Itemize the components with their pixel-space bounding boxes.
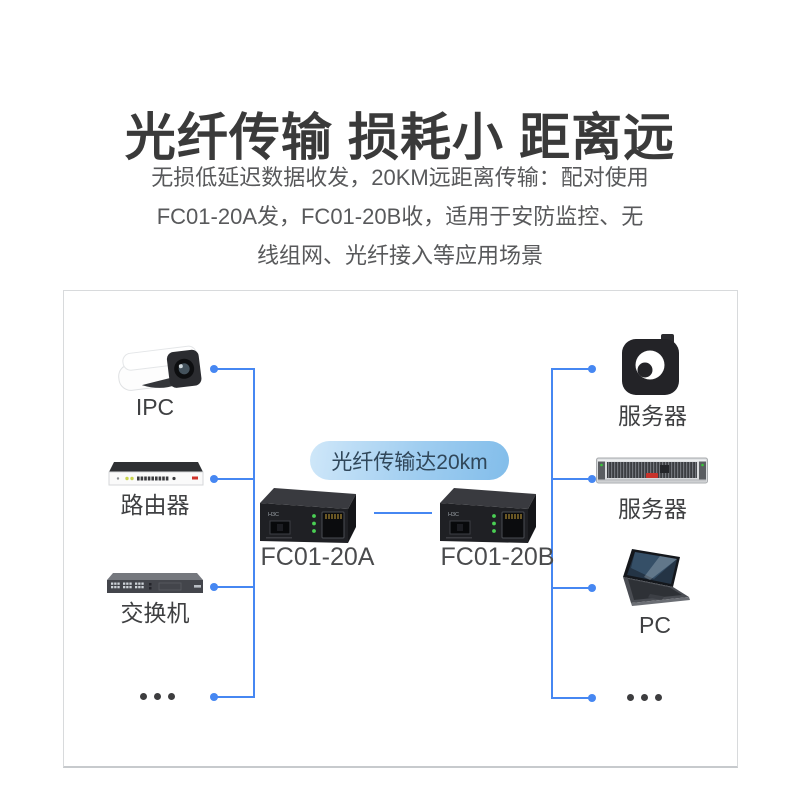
pc-label: PC (639, 612, 671, 638)
more-devices-ellipsis (140, 693, 175, 700)
converter-b-label: FC01-20B (440, 543, 555, 571)
router-label: 路由器 (120, 492, 190, 518)
ellipsis-dot (627, 694, 634, 701)
fiber-link-line (374, 512, 432, 514)
ellipsis-dot (140, 693, 147, 700)
switch-node-dot (210, 583, 218, 591)
server-top-label: 服务器 (618, 403, 687, 429)
media-converter-b-icon: H3C (438, 485, 542, 547)
svg-text:H3C: H3C (448, 512, 459, 518)
ellipsis-dot (154, 693, 161, 700)
right-more-connector-line (551, 697, 593, 699)
subtitle-line-1: 无损低延迟数据收发，20KM远距离传输：配对使用 (151, 165, 649, 190)
ip-camera-icon (110, 339, 206, 397)
fiber-distance-badge-label: 光纤传输达20km (331, 450, 488, 474)
media-converter-a-icon: H3C (258, 485, 362, 547)
switch-icon (107, 571, 205, 597)
right-more-node-dot (588, 694, 596, 702)
page-subtitle: 无损低延迟数据收发，20KM远距离传输：配对使用 FC01-20A发，FC01-… (0, 158, 800, 275)
right-bus-line (551, 368, 553, 699)
left-more-connector-line (214, 696, 254, 698)
pc-connector-line (551, 587, 593, 589)
ellipsis-dot (168, 693, 175, 700)
subtitle-line-3: 线组网、光纤接入等应用场景 (256, 243, 543, 268)
router-node-dot (210, 475, 218, 483)
ipc-connector-line (214, 368, 254, 370)
server-mid-node-dot (588, 475, 596, 483)
laptop-icon (616, 548, 700, 612)
more-devices-ellipsis (627, 694, 662, 701)
router-icon (106, 459, 206, 489)
router-connector-line (214, 478, 254, 480)
server-mid-connector-line (551, 478, 593, 480)
page-title: 光纤传输 损耗小 距离远 (124, 109, 676, 167)
server-mid-label: 服务器 (618, 496, 687, 522)
ellipsis-dot (655, 694, 662, 701)
svg-text:H3C: H3C (268, 512, 279, 518)
server-top-connector-line (551, 368, 593, 370)
switch-label: 交换机 (120, 600, 190, 626)
fiber-distance-badge: 光纤传输达20km (310, 441, 509, 480)
switch-connector-line (214, 586, 254, 588)
ipc-node-dot (210, 365, 218, 373)
converter-a-label: FC01-20A (260, 543, 375, 571)
rack-server-icon (596, 457, 708, 485)
cloud-camera-server-icon (621, 334, 681, 397)
pc-node-dot (588, 584, 596, 592)
ellipsis-dot (641, 694, 648, 701)
subtitle-line-2: FC01-20A发，FC01-20B收，适用于安防监控、无 (156, 204, 644, 229)
left-bus-line (253, 368, 255, 698)
server-top-node-dot (588, 365, 596, 373)
ipc-label: IPC (135, 394, 175, 420)
left-more-node-dot (210, 693, 218, 701)
